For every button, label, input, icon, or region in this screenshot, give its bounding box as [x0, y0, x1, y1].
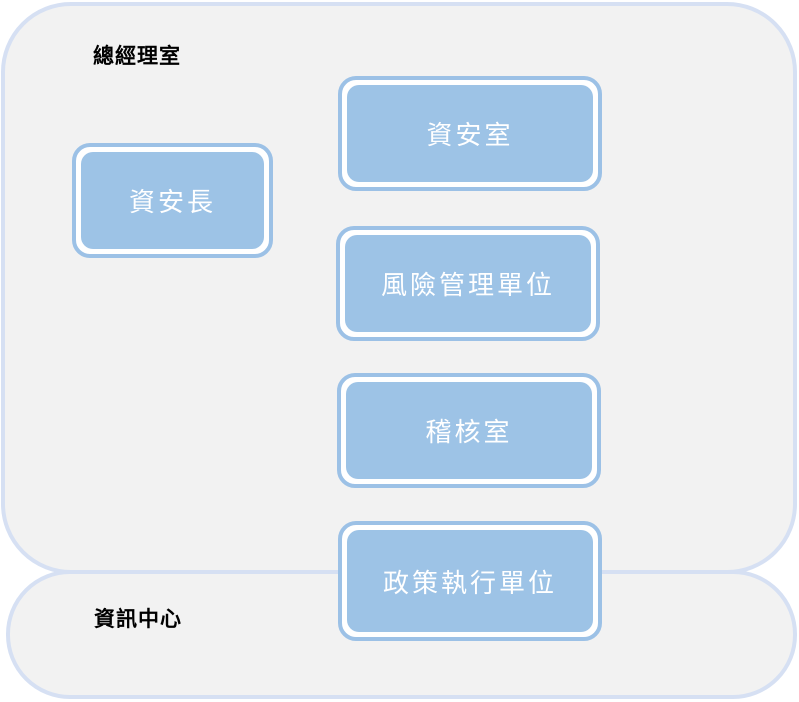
- chief-security-officer-label: 資安長: [128, 188, 216, 218]
- general-manager-office-label: 總經理室: [93, 43, 181, 68]
- risk-management-unit-box[interactable]: 風險管理單位: [336, 226, 600, 341]
- security-office-box-inner: 資安室: [347, 85, 593, 182]
- risk-management-unit-label: 風險管理單位: [380, 271, 555, 301]
- chief-security-officer-box-inner: 資安長: [81, 152, 264, 249]
- audit-office-box-inner: 稽核室: [346, 382, 592, 479]
- information-center-label: 資訊中心: [94, 606, 182, 631]
- policy-execution-unit-box[interactable]: 政策執行單位: [338, 521, 602, 641]
- policy-execution-unit-box-inner: 政策執行單位: [347, 530, 593, 632]
- chief-security-officer-box[interactable]: 資安長: [72, 143, 273, 258]
- security-office-box[interactable]: 資安室: [338, 76, 602, 191]
- security-office-label: 資安室: [426, 121, 514, 151]
- policy-execution-unit-label: 政策執行單位: [382, 568, 557, 599]
- audit-office-label: 稽核室: [425, 418, 513, 448]
- audit-office-box[interactable]: 稽核室: [337, 373, 601, 488]
- risk-management-unit-box-inner: 風險管理單位: [345, 235, 591, 332]
